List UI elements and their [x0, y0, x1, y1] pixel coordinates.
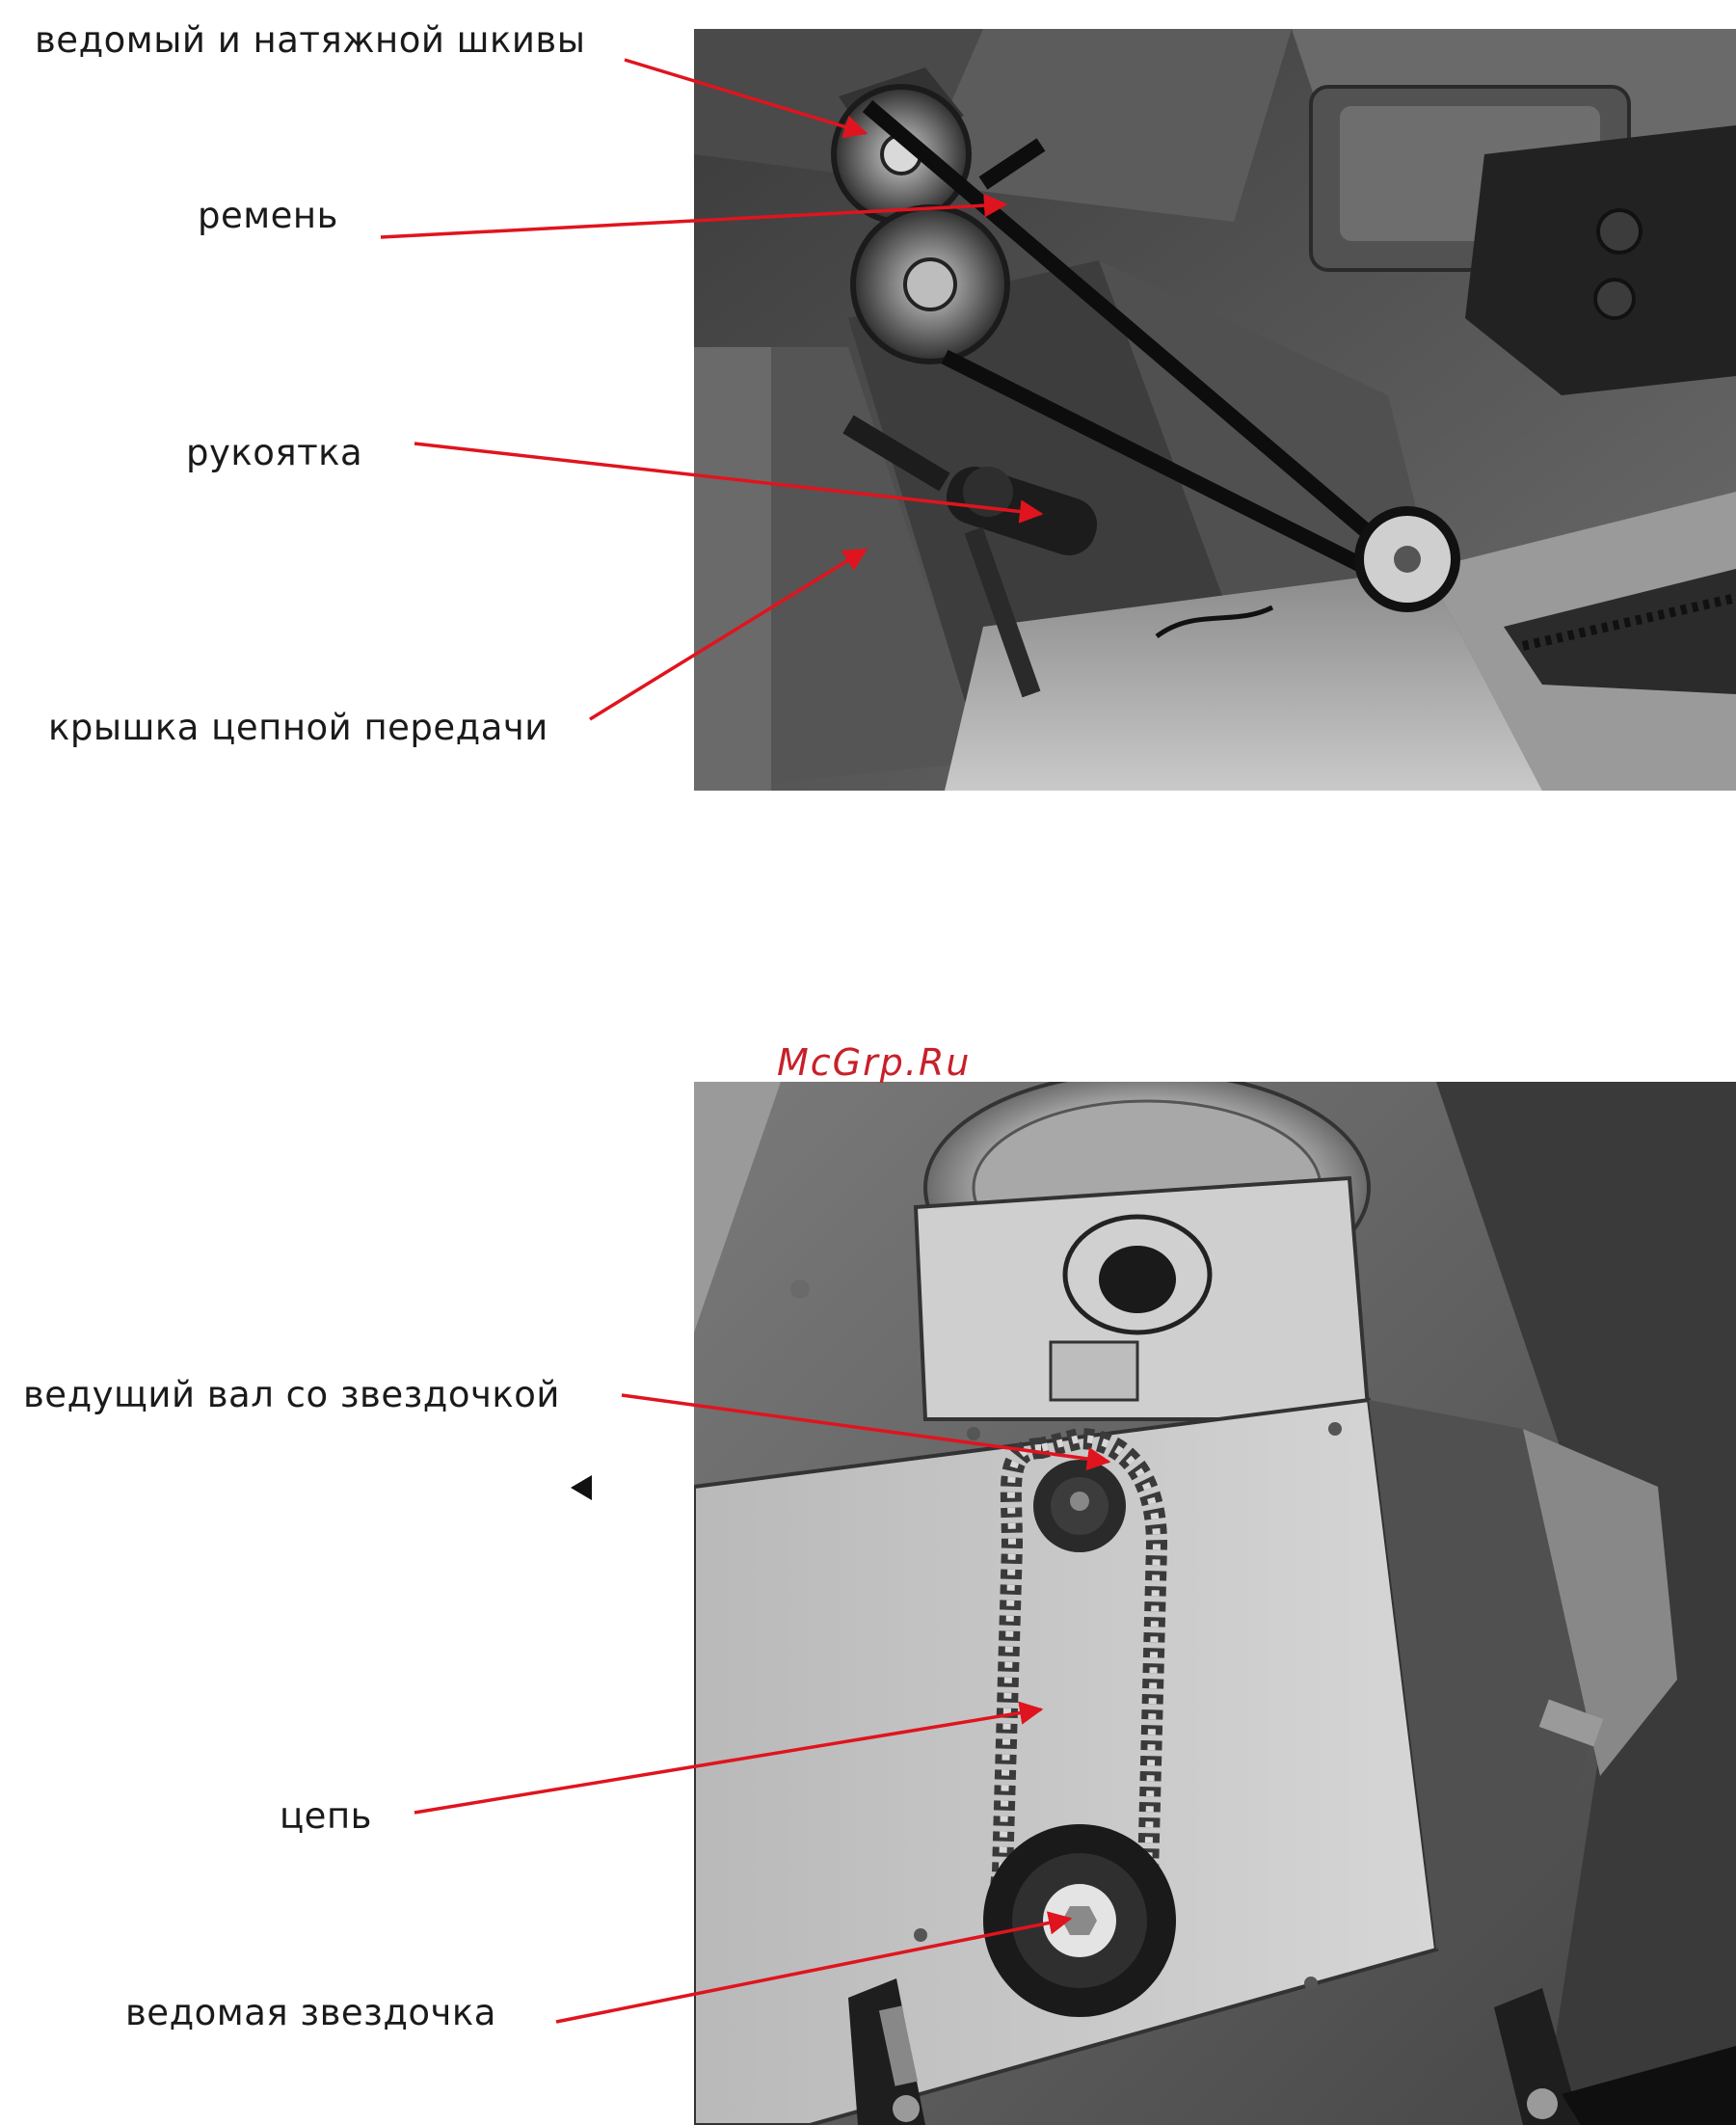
arrow-chain: [414, 1709, 1041, 1813]
arrow-chain-cover: [590, 550, 866, 719]
arrow-driven-sprocket: [556, 1919, 1070, 2022]
arrow-drive-shaft: [622, 1395, 1108, 1462]
arrow-belt: [381, 204, 1005, 237]
arrow-handle: [414, 444, 1041, 514]
arrow-pulleys: [625, 60, 866, 133]
